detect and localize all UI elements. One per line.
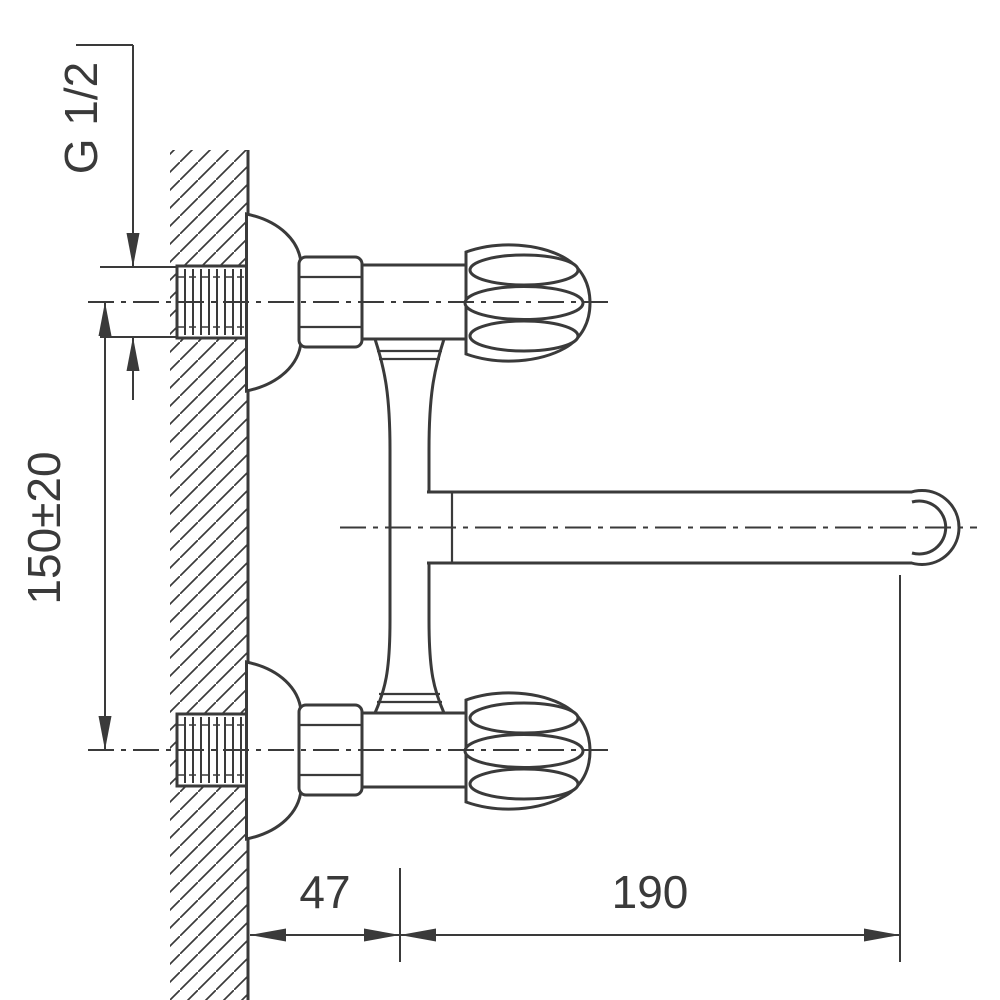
top-thread-minor-diameter (177, 276, 250, 328)
faucet-body (372, 337, 447, 715)
spout-length-label: 190 (612, 866, 689, 918)
wall-offset-label: 47 (299, 866, 350, 918)
bottom-handle-ridge-3 (468, 767, 580, 801)
bottom-thread-minor-diameter (177, 724, 250, 776)
bottom-hex-nut-flats (299, 723, 362, 777)
dimension-mount-centers: 150±20 (18, 302, 112, 750)
wall-offset-arrow-left (250, 928, 286, 942)
top-handle-ridge-3 (468, 319, 580, 353)
thread-dim-arrow-up (126, 337, 140, 371)
dimension-bottom: 47 190 (250, 575, 901, 962)
thread-dim-extension-lines (100, 266, 178, 338)
mount-centers-arrow-up (98, 302, 112, 336)
top-hex-nut-flats (299, 275, 362, 329)
spout-length-arrow-right (864, 928, 900, 942)
wall-offset-arrow-right (364, 928, 400, 942)
centerlines (88, 301, 977, 751)
thread-dim-arrow-down (126, 233, 140, 267)
bottom-dim-extension-lines (399, 575, 901, 962)
spout-length-arrow-left (400, 928, 436, 942)
body-collar-rings (377, 349, 442, 704)
body-column (372, 337, 447, 715)
top-handle-ridge-1 (468, 253, 580, 287)
mount-centers-label: 150±20 (18, 451, 70, 604)
dimension-thread: G 1/2 (55, 44, 178, 400)
spout-tube-walls (427, 490, 912, 565)
bottom-handle-ridge-1 (468, 701, 580, 735)
mount-centers-arrow-down (98, 716, 112, 750)
thread-dim-label: G 1/2 (55, 62, 107, 175)
